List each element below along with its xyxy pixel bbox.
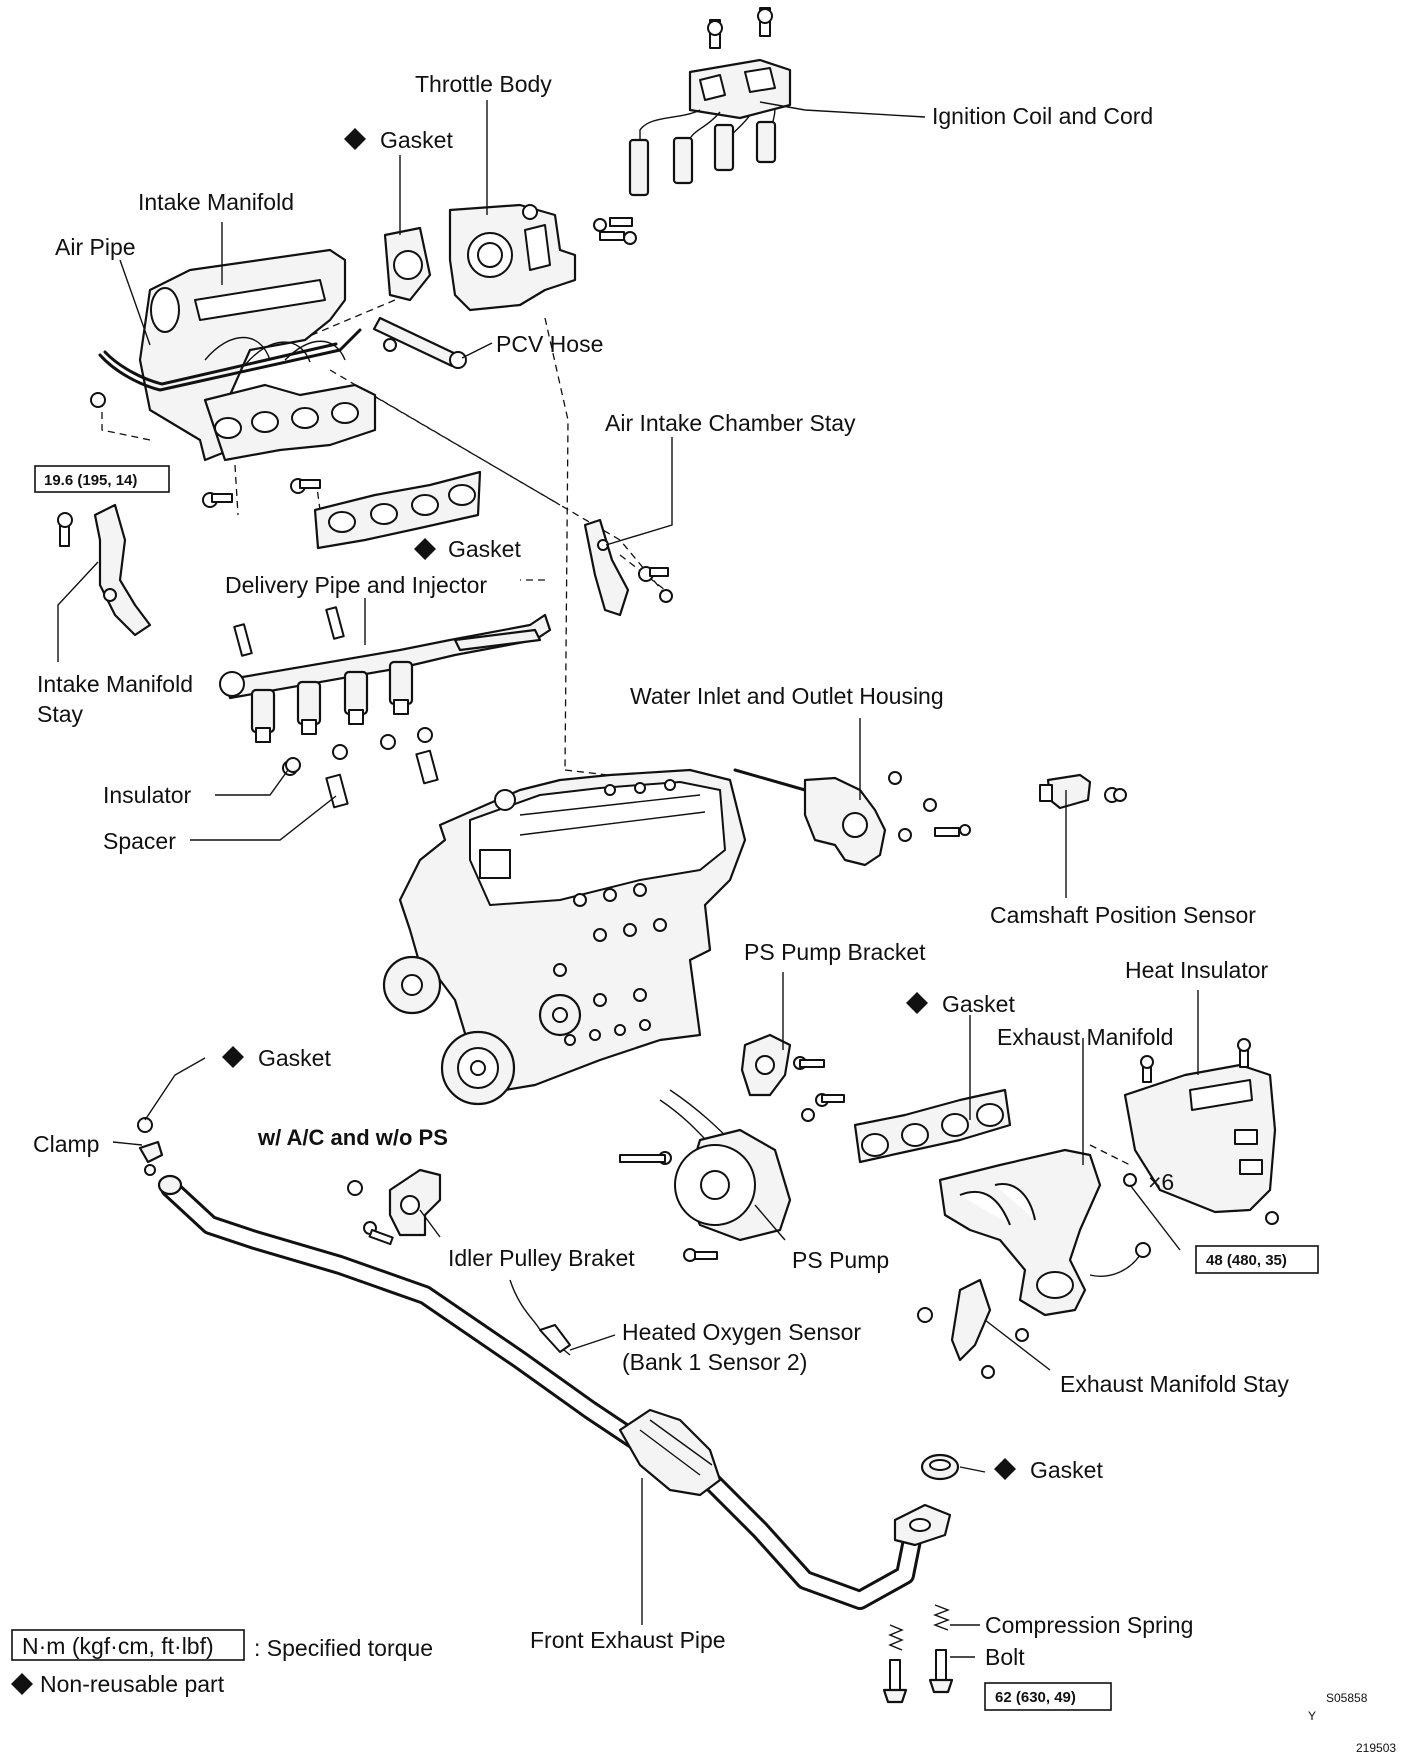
label-insulator: Insulator (103, 782, 192, 808)
label-exhaust-manifold-stay: Exhaust Manifold Stay (1060, 1371, 1289, 1397)
nonreusable-diamond-icon (344, 128, 366, 150)
label-delivery-pipe: Delivery Pipe and Injector (225, 572, 487, 598)
label-ps-pump: PS Pump (792, 1247, 889, 1273)
label-water-housing: Water Inlet and Outlet Housing (630, 683, 944, 709)
torque-box-exhaust-manifold (1195, 1245, 1319, 1274)
ignition-coil-and-cord (628, 7, 792, 197)
nonreusable-diamond-icon (994, 1458, 1016, 1480)
exhaust-pipe-gasket (920, 1453, 960, 1481)
exhaust-manifold-gasket (853, 1088, 1012, 1164)
delivery-pipe-and-injector (219, 606, 552, 809)
label-gasket-throttle: Gasket (380, 127, 453, 153)
label-intake-manifold: Intake Manifold (138, 189, 294, 215)
label-front-exhaust-pipe: Front Exhaust Pipe (530, 1627, 726, 1653)
label-air-pipe: Air Pipe (55, 234, 136, 260)
nonreusable-diamond-icon (414, 538, 436, 560)
figure-mark: Y (1308, 1709, 1316, 1723)
compression-spring-and-bolt (882, 1604, 954, 1704)
label-camshaft-sensor: Camshaft Position Sensor (990, 902, 1256, 928)
label-x6: ×6 (1148, 1169, 1174, 1195)
legend-torque-box (11, 1629, 245, 1661)
ps-pump-bracket (740, 1033, 845, 1122)
air-pipe (98, 328, 362, 392)
legend: N·m (kgf·cm, ft·lbf) : Specified torque … (11, 1629, 433, 1697)
label-clamp: Clamp (33, 1131, 99, 1157)
throttle-body-gasket (383, 226, 432, 302)
label-intake-manifold-stay-line2: Stay (37, 701, 84, 727)
label-compression-spring: Compression Spring (985, 1612, 1193, 1638)
corner-code: 219503 (1356, 1741, 1396, 1755)
figure-codes: S05858 Y 219503 (1308, 1691, 1396, 1755)
nonreusable-diamond-icon (906, 992, 928, 1014)
front-exhaust-pipe (157, 1174, 952, 1610)
torque-value-exhaust-manifold: 48 (480, 35) (1206, 1252, 1287, 1269)
label-throttle-body: Throttle Body (415, 71, 552, 97)
label-oxygen-sensor-line2: (Bank 1 Sensor 2) (622, 1349, 807, 1375)
label-idler-pulley: Idler Pulley Braket (448, 1245, 635, 1271)
label-exhaust-manifold: Exhaust Manifold (997, 1024, 1173, 1050)
engine-block (382, 768, 747, 1106)
part-labels: Throttle Body Ignition Coil and Cord Gas… (33, 71, 1319, 1711)
torque-box-intake (34, 465, 170, 493)
figure-code: S05858 (1326, 1691, 1368, 1705)
label-gasket-pipe-flange: Gasket (1030, 1457, 1103, 1483)
ps-pump (619, 1089, 792, 1262)
label-bolt: Bolt (985, 1644, 1025, 1670)
legend-torque-units: N·m (kgf·cm, ft·lbf) (22, 1633, 214, 1659)
intake-manifold-gasket (313, 470, 482, 550)
label-spacer: Spacer (103, 828, 176, 854)
legend-nonreusable-diamond-icon (11, 1673, 33, 1695)
throttle-body (448, 203, 637, 312)
pipe-clamp (137, 1117, 164, 1176)
torque-box-front-pipe (984, 1682, 1112, 1711)
intake-manifold-stay (57, 503, 152, 637)
water-inlet-outlet-housing (733, 768, 971, 867)
label-gasket-exhaust: Gasket (942, 991, 1015, 1017)
camshaft-position-sensor (1039, 773, 1127, 810)
air-intake-chamber-stay (583, 518, 673, 617)
exhaust-manifold (938, 1148, 1151, 1317)
label-ignition-coil: Ignition Coil and Cord (932, 103, 1153, 129)
exhaust-manifold-stay (917, 1278, 1029, 1379)
label-ps-pump-bracket: PS Pump Bracket (744, 939, 926, 965)
legend-torque-text: : Specified torque (254, 1635, 433, 1661)
intake-manifold (90, 248, 397, 508)
label-wac-wops: w/ A/C and w/o PS (257, 1125, 448, 1150)
nonreusable-diamond-icon (222, 1046, 244, 1068)
label-intake-manifold-stay-line1: Intake Manifold (37, 671, 193, 697)
leader-lines (57, 100, 1199, 1658)
legend-nonreusable-text: Non-reusable part (40, 1671, 225, 1697)
label-oxygen-sensor-line1: Heated Oxygen Sensor (622, 1319, 861, 1345)
label-gasket-pipe-top: Gasket (258, 1045, 331, 1071)
torque-value-intake: 19.6 (195, 14) (44, 472, 137, 489)
pcv-hose (372, 316, 467, 369)
label-gasket-intake: Gasket (448, 536, 521, 562)
heat-insulator (1123, 1038, 1279, 1225)
label-pcv-hose: PCV Hose (496, 331, 603, 357)
label-air-intake-chamber-stay: Air Intake Chamber Stay (605, 410, 856, 436)
label-heat-insulator: Heat Insulator (1125, 957, 1269, 983)
torque-value-front-pipe: 62 (630, 49) (995, 1689, 1076, 1706)
idler-pulley-bracket (347, 1168, 442, 1246)
